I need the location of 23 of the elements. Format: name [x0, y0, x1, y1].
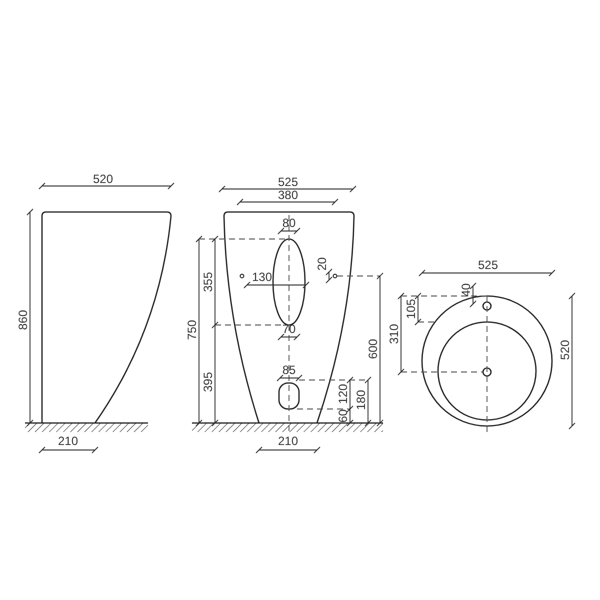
dimension-label: 130: [252, 271, 272, 283]
dimension-label: 20: [316, 257, 328, 271]
dimension-label: 70: [282, 323, 296, 335]
dimension-label: 310: [388, 324, 400, 344]
dimension-label: 355: [202, 272, 214, 292]
dimension-label: 520: [559, 340, 571, 360]
dimension-label: 860: [17, 310, 29, 330]
dimension-label: 105: [405, 298, 417, 320]
dimension-label: 120: [337, 384, 349, 404]
dimension-label: 520: [92, 173, 114, 185]
dimension-label: 395: [202, 372, 214, 392]
dimension-label: 750: [186, 320, 198, 340]
dimension-label: 60: [337, 409, 349, 423]
dimension-label: 40: [460, 283, 472, 297]
dimension-label: 210: [58, 435, 78, 447]
dimension-label: 80: [282, 217, 296, 229]
dimension-label: 600: [367, 338, 379, 360]
dimension-label: 85: [282, 364, 296, 376]
dimension-label: 525: [278, 176, 298, 188]
dimension-label: 525: [478, 259, 498, 271]
dimension-label: 180: [355, 390, 367, 410]
dimension-label: 210: [278, 435, 298, 447]
dimension-label: 380: [278, 189, 298, 201]
